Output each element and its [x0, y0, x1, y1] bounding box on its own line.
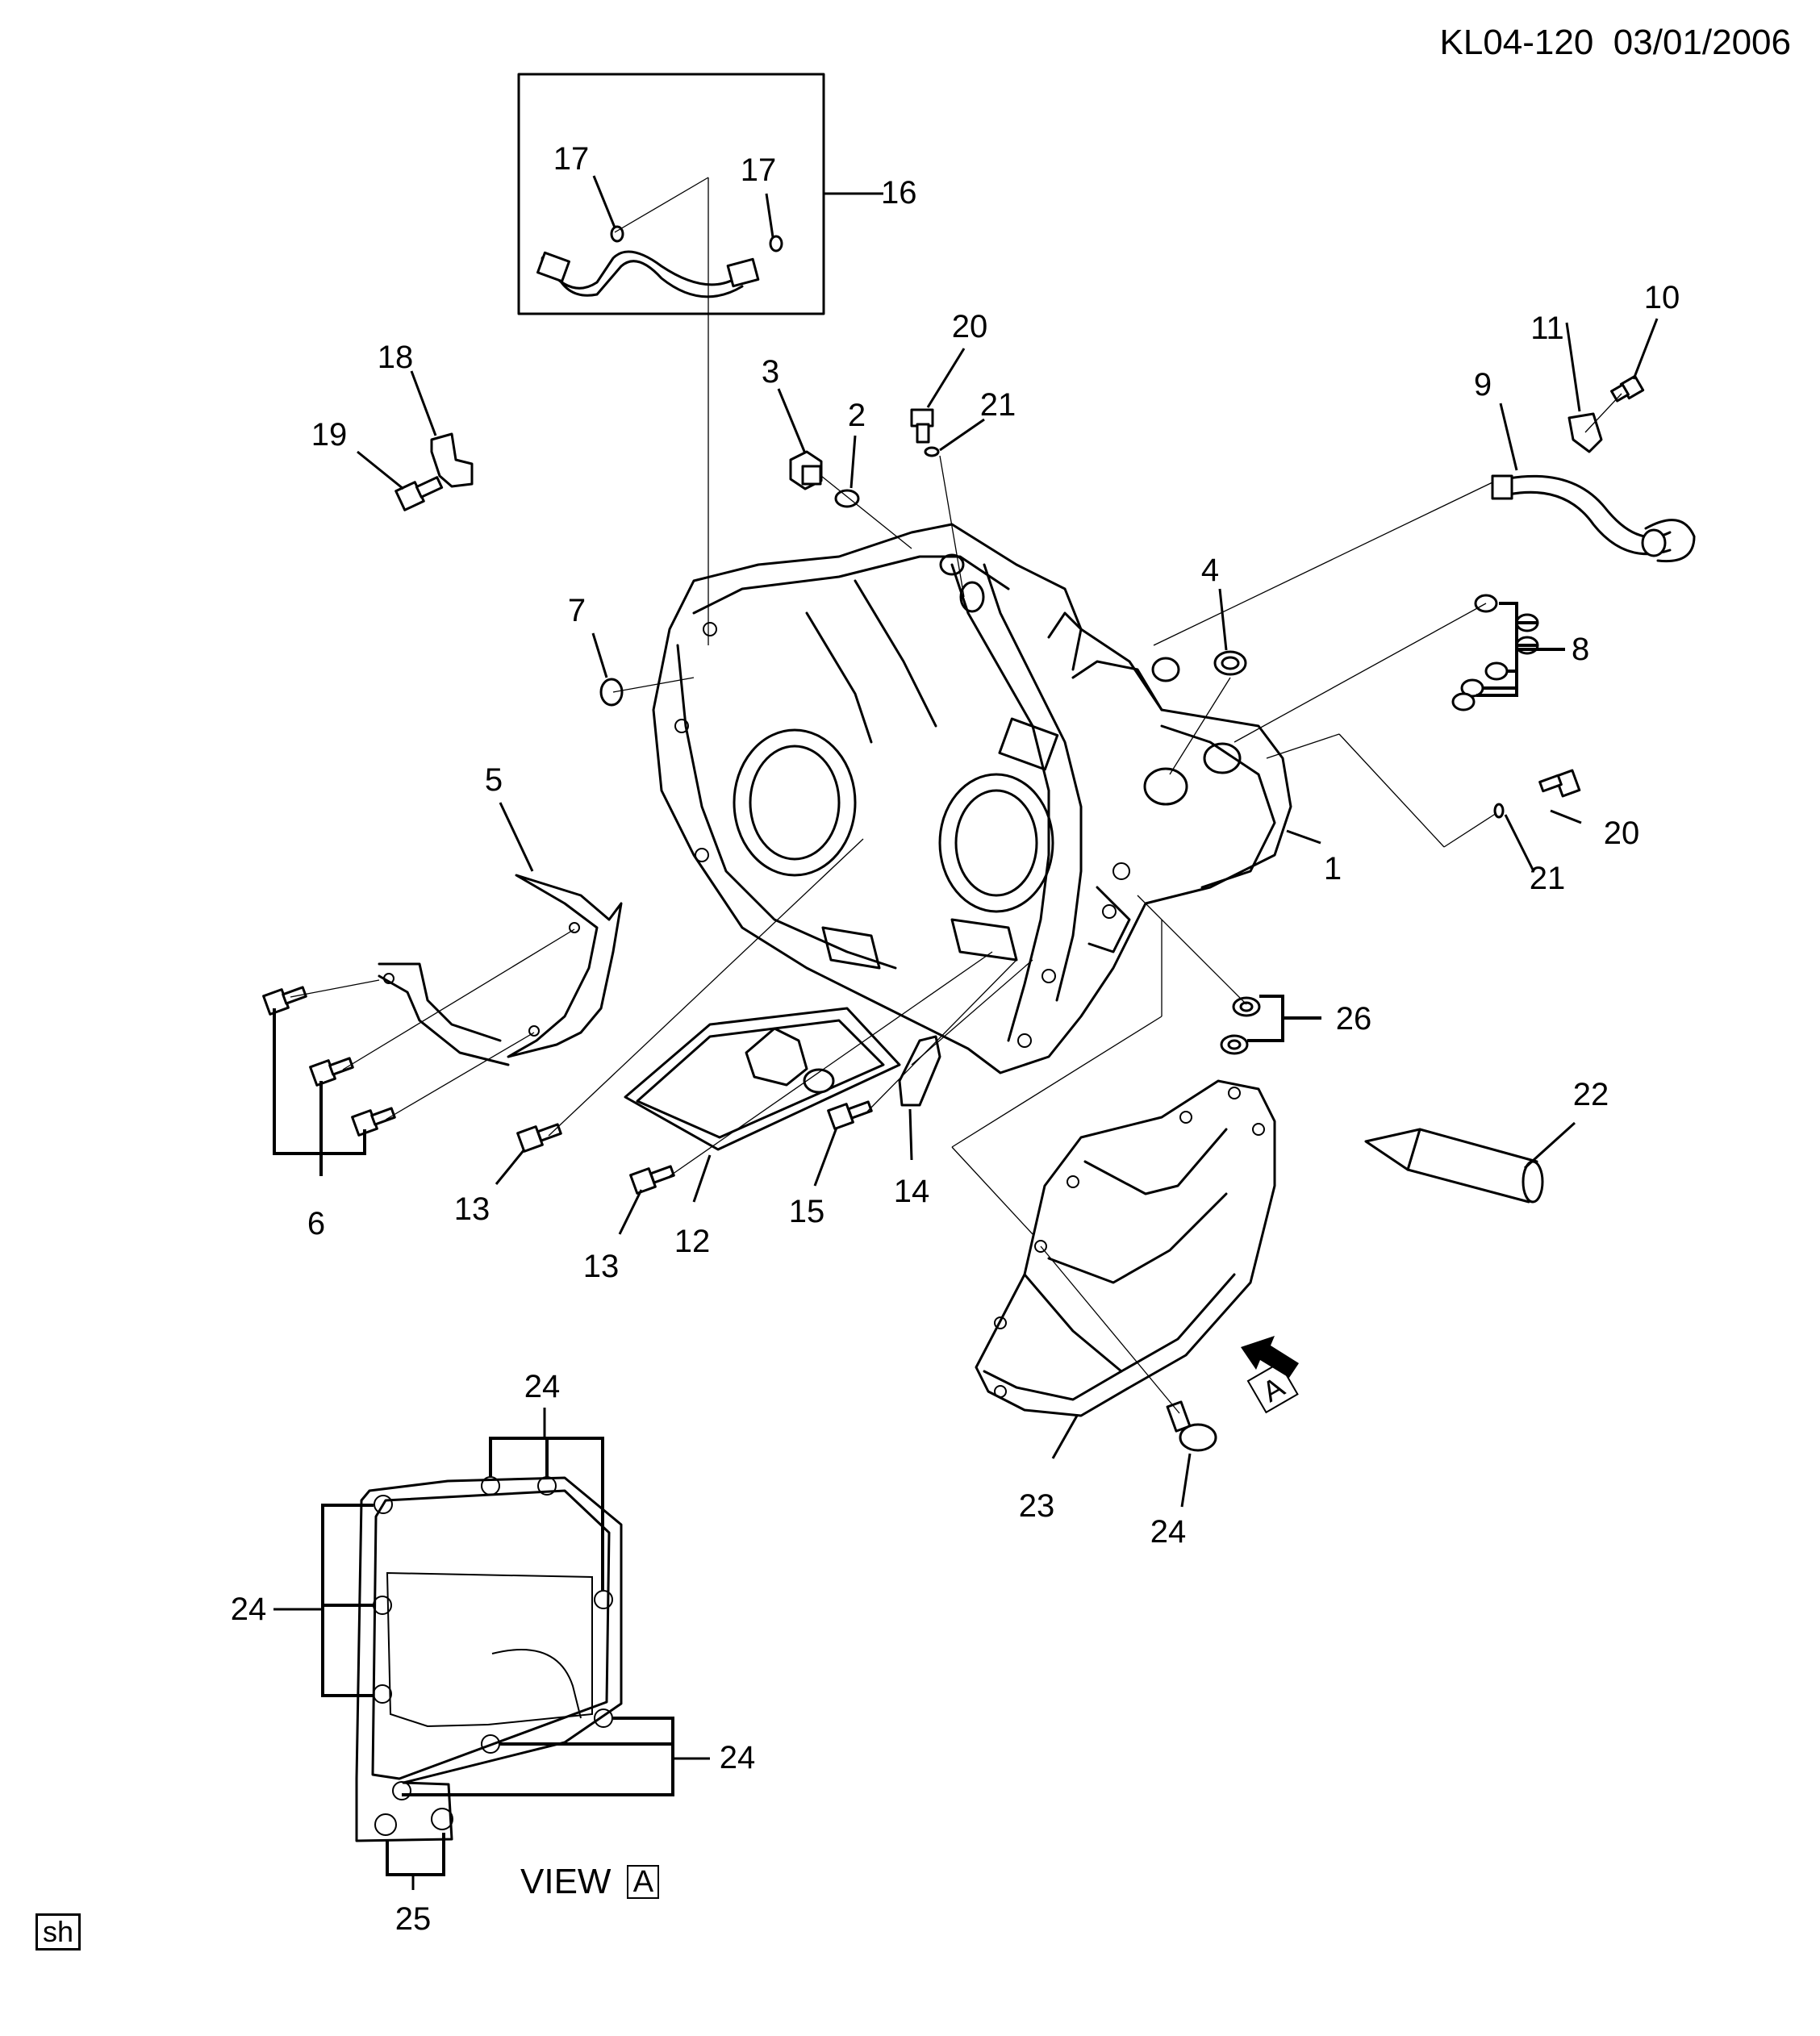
callout-17b: 17 [741, 152, 777, 188]
bolt-19 [394, 476, 444, 511]
callout-16: 16 [881, 175, 917, 211]
callout-3: 3 [762, 354, 779, 390]
callout-11: 11 [1530, 311, 1564, 346]
oil-pipe-9 [1491, 474, 1696, 563]
callout-22: 22 [1573, 1077, 1609, 1112]
callout-26: 26 [1336, 1001, 1372, 1037]
washer-21-right [1493, 803, 1505, 819]
callout-17a: 17 [553, 141, 590, 177]
bolt-20-right [1538, 769, 1581, 798]
callout-14: 14 [894, 1174, 930, 1209]
plug-3 [789, 450, 823, 490]
callout-15: 15 [789, 1194, 825, 1229]
callout-24d: 24 [720, 1740, 756, 1775]
drawing-number: KL04-120 [1439, 23, 1594, 62]
callout-12: 12 [674, 1224, 711, 1259]
callout-21b: 21 [1530, 861, 1566, 896]
washer-4 [1213, 650, 1247, 676]
callout-4: 4 [1201, 553, 1219, 588]
bracket-14 [898, 1035, 941, 1107]
bolt-13-right [629, 1165, 675, 1195]
oil-pan-23 [975, 1079, 1276, 1417]
guide-lines [290, 177, 1622, 1414]
o-ring-2 [834, 489, 860, 508]
callout-24c: 24 [231, 1592, 267, 1627]
callout-23: 23 [1019, 1488, 1055, 1524]
o-ring-17-right [769, 235, 783, 252]
callout-13a: 13 [454, 1191, 490, 1227]
washers-26 [1220, 996, 1261, 1055]
drawing-header: KL04-120 03/01/2006 [1404, 23, 1792, 63]
callout-brackets [273, 602, 1565, 1876]
o-ring-17-left [610, 225, 624, 243]
callout-13b: 13 [583, 1249, 620, 1284]
transmission-case [652, 523, 1292, 1074]
view-arrow-a: A [1241, 1336, 1299, 1414]
callout-25: 25 [395, 1901, 432, 1937]
callout-19: 19 [311, 417, 348, 453]
callout-21a: 21 [980, 387, 1016, 423]
callout-24b: 24 [524, 1369, 561, 1404]
view-a-bolt-holes [373, 1476, 613, 1836]
bracket-18 [430, 432, 474, 488]
bolt-15 [827, 1100, 873, 1130]
oil-filter-12 [624, 1007, 901, 1151]
callout-9: 9 [1474, 367, 1492, 403]
callout-1: 1 [1324, 851, 1342, 887]
callout-6: 6 [307, 1206, 325, 1241]
view-a-label: VIEW A [520, 1862, 660, 1902]
heat-shield-5 [378, 874, 623, 1066]
callout-7: 7 [568, 593, 586, 628]
pipe-clip-11 [1567, 412, 1603, 453]
bolt-20-top [910, 408, 934, 444]
callout-2: 2 [848, 398, 866, 433]
bolt-13-left [516, 1123, 562, 1153]
cooler-pipe-assembly [536, 250, 760, 298]
callout-5: 5 [485, 762, 503, 798]
callout-20a: 20 [952, 309, 988, 344]
washer-21-top [924, 446, 940, 457]
leader-lines [273, 175, 1659, 1890]
washers-8 [1451, 594, 1539, 711]
drawing-date: 03/01/2006 [1613, 23, 1791, 62]
callout-18: 18 [378, 340, 414, 375]
pan-bolt-24 [1166, 1400, 1217, 1452]
bolt-10 [1610, 374, 1645, 403]
view-arrow-letter: A [1257, 1370, 1290, 1408]
corner-mark: sh [35, 1913, 81, 1950]
plug-7 [599, 678, 624, 707]
view-a-pan-outline [355, 1476, 623, 1842]
bolts-6 [262, 986, 396, 1137]
sealant-tube-22 [1364, 1128, 1544, 1204]
callout-labels: 1 2 3 4 5 6 7 8 9 10 11 12 13 13 14 15 1… [231, 141, 1680, 1937]
view-label-letter: A [627, 1865, 660, 1899]
callout-10: 10 [1644, 280, 1680, 315]
view-label-text: VIEW [520, 1862, 612, 1901]
callout-8: 8 [1572, 632, 1589, 667]
callout-24a: 24 [1150, 1514, 1187, 1550]
callout-20b: 20 [1604, 816, 1640, 851]
